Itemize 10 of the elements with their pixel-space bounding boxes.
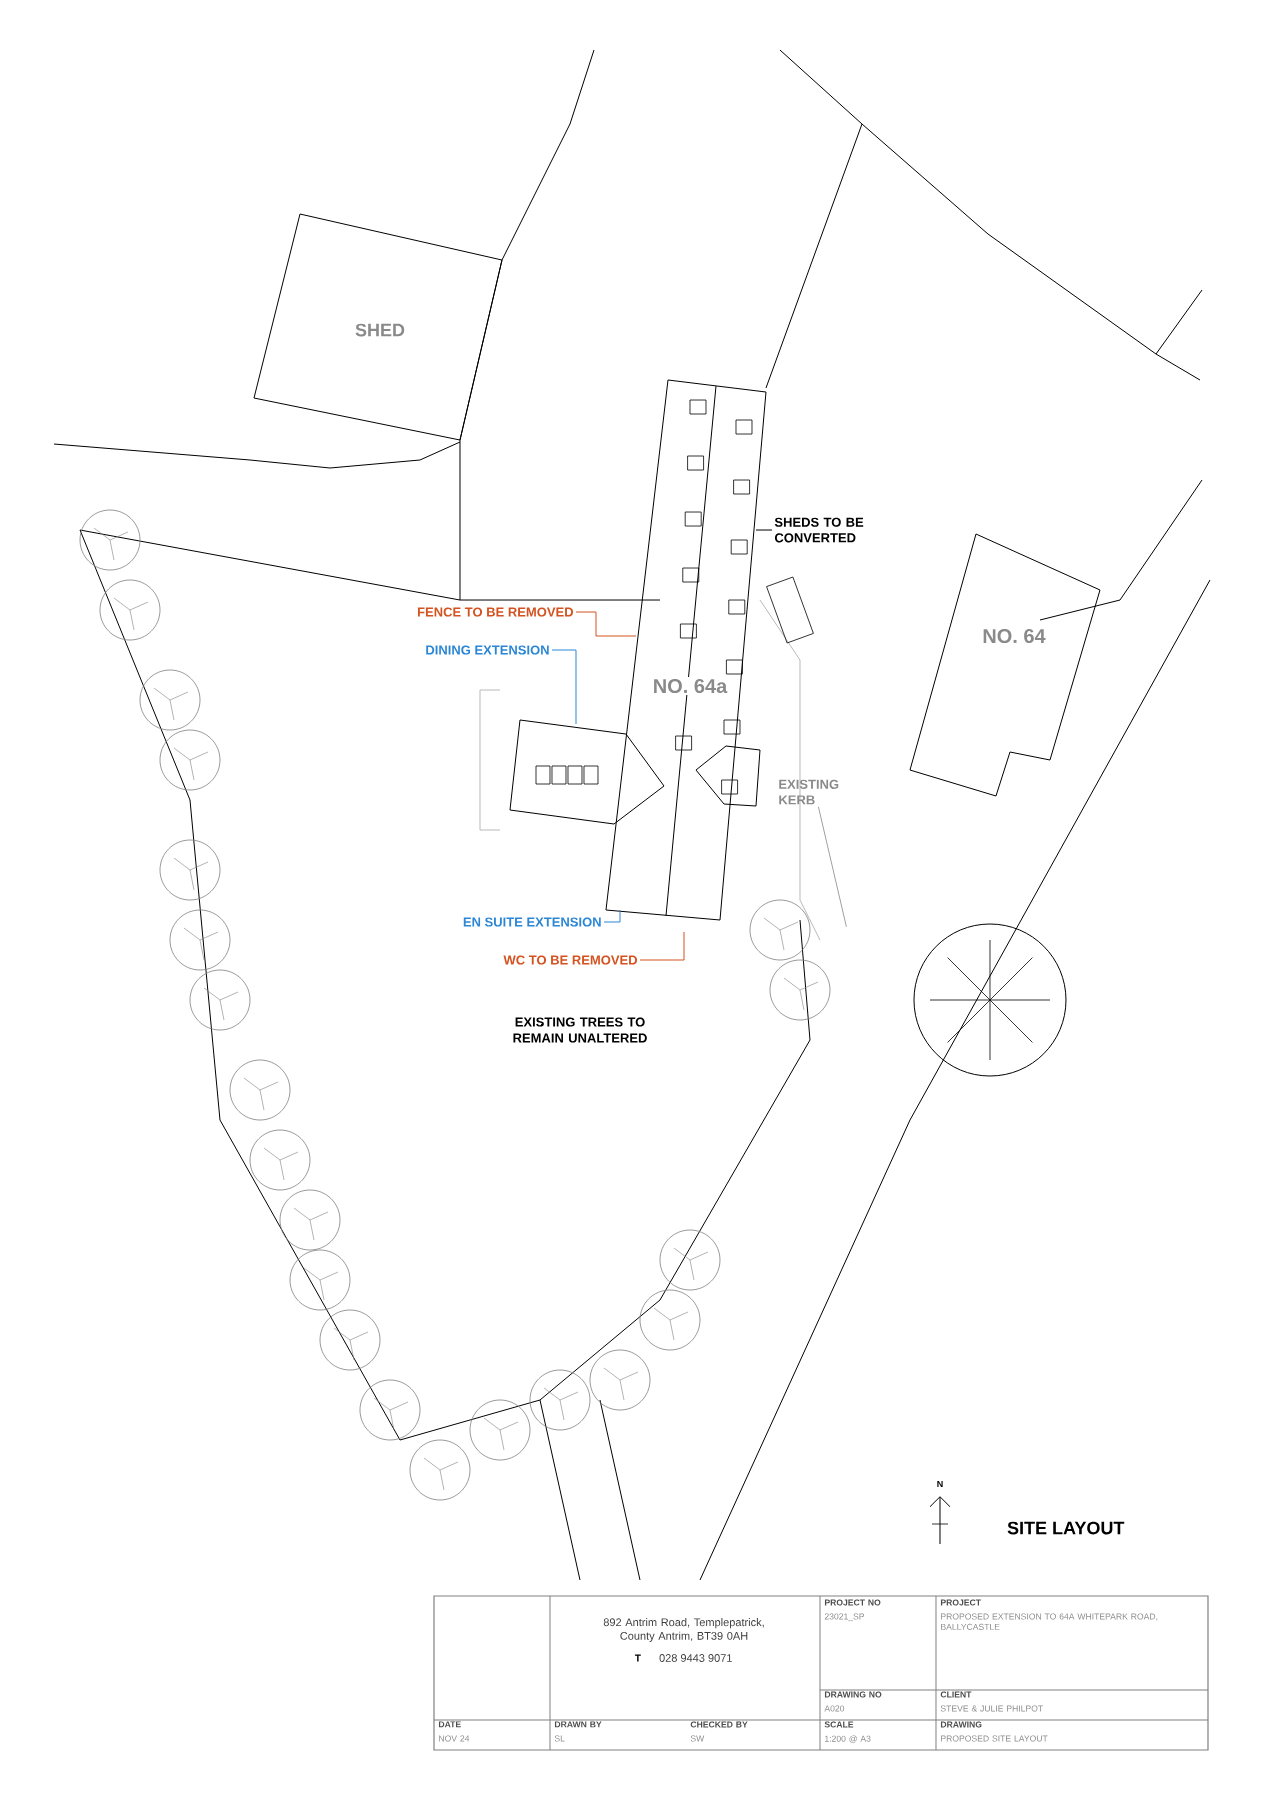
building-label: SHED (355, 323, 405, 337)
building-label: NO. 64a (650, 676, 730, 696)
leader-line (755, 529, 773, 531)
leader-line (817, 806, 847, 928)
leader-line (603, 909, 621, 923)
leader-line (575, 611, 637, 637)
building-label: NO. 64 (983, 628, 1046, 644)
leader-line (551, 649, 577, 725)
leader-line (639, 931, 685, 961)
drawing-title: SITE LAYOUT (1007, 1521, 1125, 1535)
